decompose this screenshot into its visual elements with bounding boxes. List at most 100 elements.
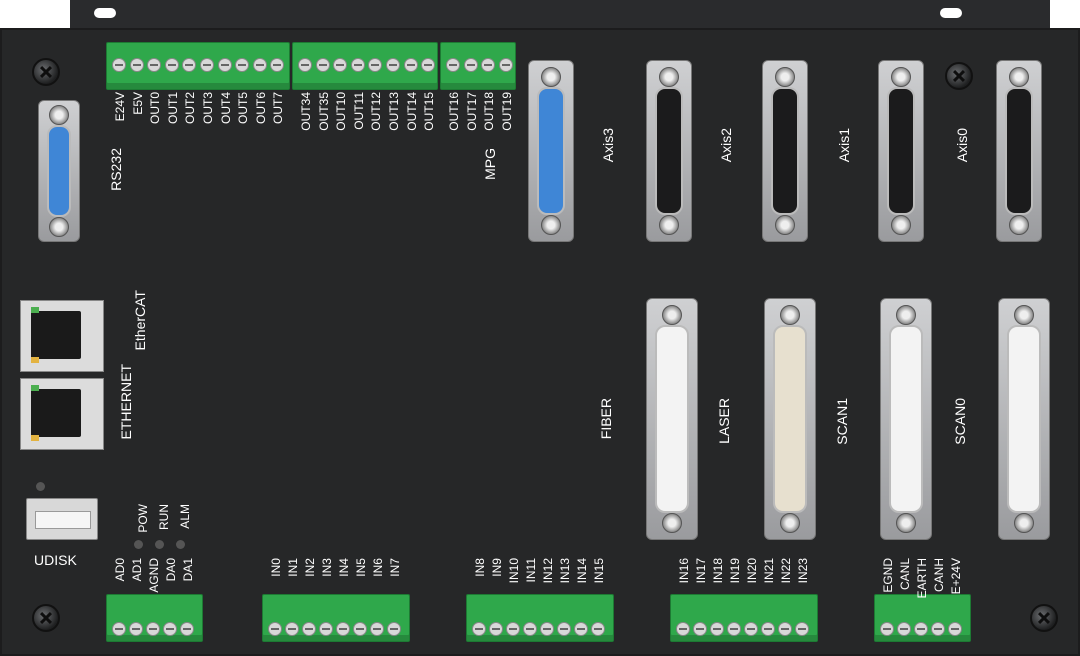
- terminal-pin-label: IN10: [507, 558, 521, 584]
- terminal-screw-icon: [370, 622, 384, 636]
- terminal-pin-label: IN23: [796, 558, 810, 584]
- terminal-screw-icon: [147, 58, 162, 72]
- fiber-connector[interactable]: [646, 298, 698, 540]
- terminal-pin-label: OUT17: [464, 92, 479, 131]
- terminal-pin-label: OUT11: [351, 92, 366, 130]
- terminal-screw-icon: [880, 622, 894, 636]
- terminal-pin-label: OUT35: [316, 92, 331, 131]
- fiber-label: FIBER: [598, 398, 614, 440]
- terminal-pin-label: IN19: [728, 558, 742, 584]
- terminal-screw-icon: [353, 622, 367, 636]
- terminal-screw-icon: [540, 622, 554, 636]
- axis2-port: [655, 87, 683, 215]
- terminal-pin-label: EGND: [881, 558, 895, 593]
- alm-label: ALM: [178, 504, 192, 529]
- terminal-pin-label: OUT10: [334, 92, 349, 131]
- hex-nut-icon: [659, 67, 679, 87]
- mounting-slot: [940, 8, 962, 18]
- laser-label: LASER: [716, 398, 732, 444]
- screw-icon: [1030, 604, 1058, 632]
- pow-label: POW: [136, 504, 150, 533]
- ethernet-port[interactable]: [20, 378, 104, 450]
- laser-connector[interactable]: [764, 298, 816, 540]
- fiber-port: [655, 325, 689, 513]
- terminal-pin-label: OUT3: [201, 92, 215, 125]
- terminal-screw-icon: [386, 58, 400, 72]
- axis0-label: Axis0: [954, 128, 970, 163]
- hex-nut-icon: [891, 215, 911, 235]
- terminal-pin-label: IN16: [677, 558, 691, 584]
- terminal-screw-icon: [463, 58, 478, 72]
- axis0-connector-left[interactable]: [878, 60, 924, 242]
- terminal-screw-icon: [129, 622, 143, 636]
- terminal-pin-label: E24V: [113, 92, 127, 122]
- terminal-screw-icon: [252, 58, 267, 72]
- terminal-screw-icon: [481, 58, 496, 72]
- terminal-pin-label: OUT34: [299, 92, 313, 131]
- ethercat-label: EtherCAT: [132, 290, 148, 351]
- mounting-slot: [94, 8, 116, 18]
- terminal-pin-label: IN13: [558, 558, 572, 584]
- terminal-screw-icon: [403, 58, 418, 72]
- ethercat-port[interactable]: [20, 300, 104, 372]
- scan0-connector[interactable]: [998, 298, 1050, 540]
- terminal-pin-label: IN22: [779, 558, 793, 584]
- axis0-connector[interactable]: [996, 60, 1042, 242]
- terminal-screw-icon: [112, 58, 126, 72]
- axis3-connector[interactable]: [528, 60, 574, 242]
- screw-icon: [32, 604, 60, 632]
- terminal-screw-icon: [761, 622, 775, 636]
- terminal-pin-label: AGND: [147, 558, 161, 593]
- terminal-screw-icon: [387, 622, 401, 636]
- terminal-pin-label: IN20: [745, 558, 759, 584]
- terminal-screw-icon: [523, 622, 537, 636]
- terminal-screw-icon: [489, 622, 503, 636]
- axis1-port: [771, 87, 799, 215]
- terminal-pin-label: E5V: [130, 92, 145, 115]
- alm-led: [176, 540, 185, 549]
- terminal-screw-icon: [897, 622, 911, 636]
- terminal-pin-label: IN3: [320, 558, 334, 577]
- axis2-connector[interactable]: [646, 60, 692, 242]
- terminal-pin-label: CANL: [898, 558, 912, 591]
- terminal-screw-icon: [727, 622, 741, 636]
- terminal-screw-icon: [693, 622, 707, 636]
- rs232-label: RS232: [108, 148, 124, 191]
- laser-port: [773, 325, 807, 513]
- terminal-screw-icon: [710, 622, 724, 636]
- hex-nut-icon: [896, 513, 916, 533]
- scan1-connector[interactable]: [880, 298, 932, 540]
- terminal-block-bottom-2[interactable]: [466, 594, 614, 642]
- terminal-screw-icon: [350, 58, 365, 72]
- udisk-label: UDISK: [34, 552, 77, 568]
- terminal-screw-icon: [235, 58, 250, 72]
- link-led: [31, 307, 39, 313]
- terminal-screw-icon: [557, 622, 571, 636]
- terminal-pin-label: IN8: [473, 558, 487, 577]
- terminal-pin-label: IN4: [337, 558, 351, 577]
- terminal-pin-label: OUT13: [387, 92, 401, 131]
- scan0-port: [1007, 325, 1041, 513]
- terminal-screw-icon: [421, 58, 436, 72]
- hex-nut-icon: [775, 215, 795, 235]
- terminal-screw-icon: [270, 58, 285, 72]
- axis1-label: Axis1: [836, 128, 852, 163]
- hex-nut-icon: [662, 513, 682, 533]
- terminal-block-bottom-1[interactable]: [262, 594, 410, 642]
- terminal-pin-label: IN15: [592, 558, 606, 584]
- terminal-block-bottom-3[interactable]: [670, 594, 818, 642]
- rs232-connector[interactable]: [38, 100, 80, 242]
- axis2-label: Axis2: [718, 128, 734, 163]
- terminal-pin-label: OUT5: [236, 92, 251, 125]
- terminal-pin-label: IN11: [524, 558, 538, 583]
- usb-socket-icon: [35, 511, 91, 529]
- terminal-pin-label: IN1: [286, 558, 300, 577]
- hex-nut-icon: [780, 513, 800, 533]
- controller-front-panel: RS232 MPG Axis3 Axis2 Axis1 Axis0: [0, 28, 1080, 656]
- terminal-screw-icon: [217, 58, 232, 72]
- terminal-screw-icon: [333, 58, 348, 72]
- axis1-connector[interactable]: [762, 60, 808, 242]
- udisk-port[interactable]: [26, 498, 98, 540]
- terminal-pin-label: IN6: [371, 558, 385, 577]
- hex-nut-icon: [659, 215, 679, 235]
